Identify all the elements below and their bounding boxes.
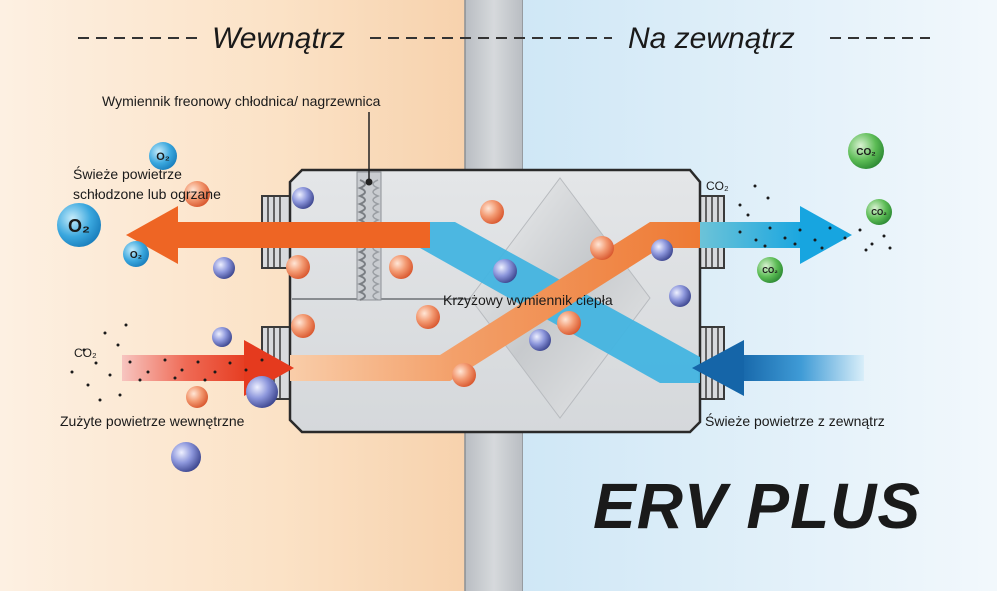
svg-text:O₂: O₂	[156, 151, 170, 163]
exhaust-outlet-arrow	[700, 206, 852, 264]
fresh-air-conditioned-label-line1: Świeże powietrze	[73, 165, 182, 182]
o2-bubble-small: O₂	[123, 241, 149, 267]
fresh-air-intake-arrow	[692, 340, 864, 396]
co2-label-indoor: CO₂	[74, 346, 97, 360]
erv-plus-logo: ERV PLUS	[593, 470, 921, 542]
inside-title: Wewnątrz	[212, 22, 345, 55]
svg-text:CO₂: CO₂	[856, 147, 875, 158]
o2-bubble: O₂	[149, 142, 177, 170]
co2-label-outdoor: CO₂	[706, 179, 729, 193]
svg-text:O₂: O₂	[130, 250, 142, 261]
warm-air-molecules	[184, 181, 614, 408]
svg-text:CO₂: CO₂	[762, 266, 778, 275]
co2-bubble-small-2: CO₂	[757, 257, 783, 283]
warm-diagonal-flow	[290, 222, 700, 381]
fresh-air-supply-arrow	[126, 206, 430, 264]
svg-text:O₂: O₂	[68, 216, 90, 236]
cross-exchanger-label: Krzyżowy wymiennik ciepła	[443, 292, 613, 308]
co2-bubble: CO₂	[848, 133, 884, 169]
cold-air-molecules	[171, 187, 691, 472]
freon-exchanger-label: Wymiennik freonowy chłodnica/ nagrzewnic…	[102, 93, 381, 109]
co2-particles	[70, 184, 892, 402]
co2-bubble-small: CO₂	[866, 199, 892, 225]
exhaust-indoor-air-label: Zużyte powietrze wewnętrzne	[60, 413, 245, 429]
o2-bubble-large: O₂	[57, 203, 101, 247]
outside-title: Na zewnątrz	[628, 22, 795, 55]
fresh-air-conditioned-label-line2: schłodzone lub ogrzane	[73, 186, 221, 202]
svg-text:CO₂: CO₂	[871, 208, 887, 217]
fresh-outdoor-air-label: Świeże powietrze z zewnątrz	[705, 412, 885, 429]
